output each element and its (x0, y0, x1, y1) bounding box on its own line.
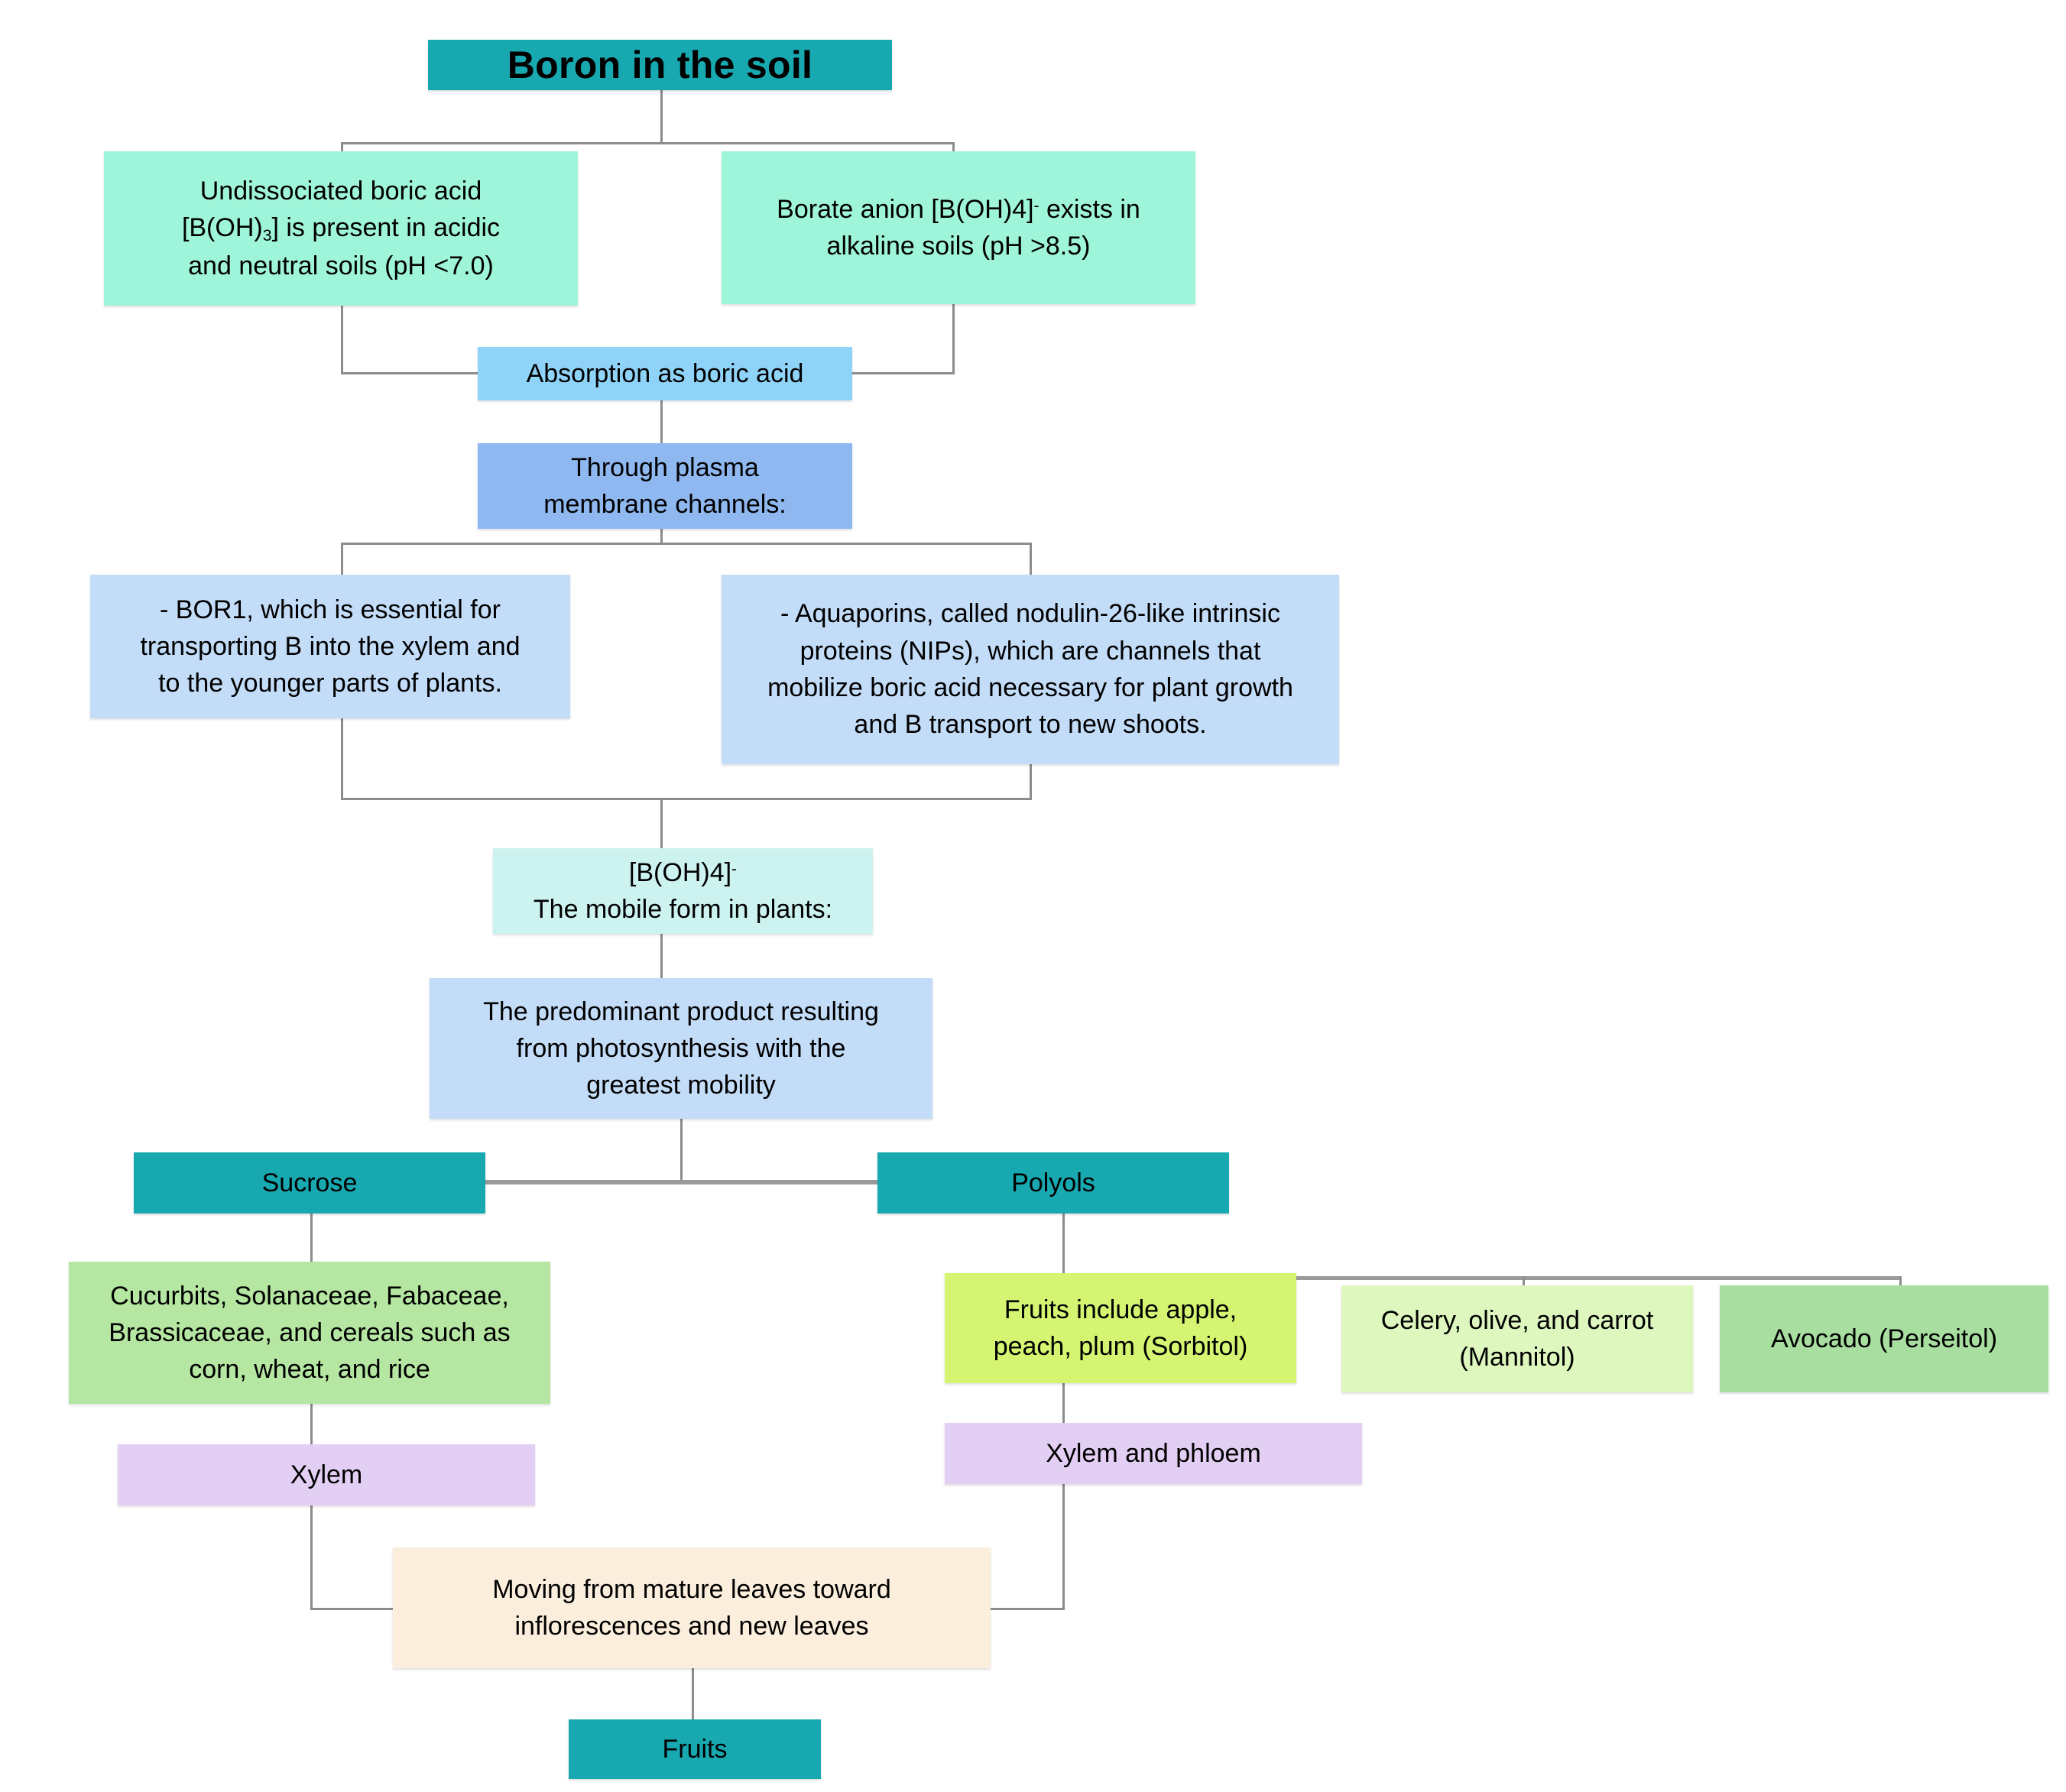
mobile-form-line-1: [B(OH)4]- (628, 857, 738, 887)
node-aquaporins-nips[interactable]: - Aquaporins, called nodulin-26-like int… (722, 575, 1339, 764)
connector-sugar-split-bar (483, 1180, 881, 1184)
borate-superscript-minus: - (1033, 196, 1039, 215)
aquaporins-line-2: proteins (NIPs), which are channels that (799, 636, 1261, 666)
bor1-line-1: - BOR1, which is essential for (160, 595, 501, 624)
product-line-2: from photosynthesis with the (516, 1033, 846, 1063)
boric-acid-line-1: Undissociated boric acid (199, 176, 482, 206)
borate-line-1: Borate anion [B(OH)4]- exists in (777, 194, 1140, 224)
connector-sucrose-down (310, 1214, 313, 1282)
boric-acid-subscript: 3 (262, 226, 272, 245)
mannitol-line-1: Celery, olive, and carrot (1380, 1305, 1654, 1335)
connector-channels-merge-bar (341, 798, 1032, 800)
boric-acid-line-3: and neutral soils (pH <7.0) (188, 251, 494, 280)
connector-boric-acid-down (341, 306, 343, 374)
bor1-line-3: to the younger parts of plants. (158, 669, 502, 698)
node-moving-toward-inflorescences[interactable]: Moving from mature leaves toward inflore… (393, 1547, 991, 1668)
node-bor1-transporter[interactable]: - BOR1, which is essential for transport… (90, 575, 570, 718)
sorbitol-line-2: peach, plum (Sorbitol) (993, 1332, 1248, 1361)
connector-to-bor1 (341, 543, 343, 575)
node-sucrose-species[interactable]: Cucurbits, Solanaceae, Fabaceae, Brassic… (69, 1262, 550, 1404)
absorption-label: Absorption as boric acid (526, 358, 804, 388)
xylem-label: Xylem (290, 1460, 363, 1489)
plasma-line-2: membrane channels: (543, 490, 787, 519)
product-line-3: greatest mobility (586, 1071, 776, 1100)
connector-title-down (660, 89, 663, 144)
node-predominant-photosynthesis-product[interactable]: The predominant product resulting from p… (430, 978, 932, 1119)
species-line-2: Brassicaceae, and cereals such as (109, 1317, 511, 1347)
node-undissociated-boric-acid[interactable]: Undissociated boric acid [B(OH)3] is pre… (104, 151, 578, 306)
node-perseitol-avocado[interactable]: Avocado (Perseitol) (1720, 1285, 2048, 1392)
node-fruits[interactable]: Fruits (569, 1719, 821, 1779)
node-polyols[interactable]: Polyols (877, 1152, 1229, 1214)
connector-polyols-fan-bar (1062, 1276, 1902, 1280)
sorbitol-line-1: Fruits include apple, (1004, 1295, 1237, 1324)
node-title-label: Boron in the soil (507, 43, 813, 86)
connector-product-down (680, 1119, 683, 1181)
mannitol-line-2: (Mannitol) (1459, 1343, 1575, 1372)
polyols-label: Polyols (1011, 1168, 1095, 1197)
node-sucrose[interactable]: Sucrose (134, 1152, 485, 1214)
connector-merge-to-mobile-form (660, 798, 663, 848)
connector-sorbitol-to-xylem-phloem (1062, 1382, 1065, 1428)
connector-xylem-phloem-down (1062, 1484, 1065, 1610)
connector-species-to-xylem (310, 1404, 313, 1450)
node-xylem-and-phloem[interactable]: Xylem and phloem (945, 1423, 1362, 1484)
mobile-form-line-2: The mobile form in plants: (533, 895, 833, 924)
connector-borate-into-absorption (851, 372, 955, 374)
xylem-phloem-label: Xylem and phloem (1046, 1438, 1261, 1468)
connector-channels-split-bar (341, 543, 1032, 545)
sucrose-label: Sucrose (261, 1168, 358, 1197)
connector-polyols-down (1062, 1214, 1065, 1279)
connector-aquaporins-down (1030, 764, 1032, 800)
connector-borate-down (952, 304, 955, 374)
moving-line-2: inflorescences and new leaves (514, 1612, 869, 1641)
aquaporins-line-1: - Aquaporins, called nodulin-26-like int… (780, 599, 1280, 629)
species-line-3: corn, wheat, and rice (189, 1355, 430, 1385)
moving-line-1: Moving from mature leaves toward (492, 1574, 891, 1604)
connector-xylem-into-moving (310, 1608, 394, 1610)
connector-xylem-phloem-into-moving (981, 1608, 1065, 1610)
node-xylem[interactable]: Xylem (118, 1444, 535, 1505)
connector-moving-to-fruits (692, 1668, 694, 1719)
node-borate-anion-alkaline[interactable]: Borate anion [B(OH)4]- exists in alkalin… (722, 151, 1195, 304)
connector-plasma-down (660, 529, 663, 544)
species-line-1: Cucurbits, Solanaceae, Fabaceae, (110, 1281, 509, 1311)
node-title-boron-in-the-soil[interactable]: Boron in the soil (428, 40, 892, 90)
connector-to-aquaporins (1030, 543, 1032, 575)
mobile-form-superscript-minus: - (731, 860, 738, 878)
connector-mobile-form-to-product (660, 934, 663, 978)
bor1-line-2: transporting B into the xylem and (140, 631, 521, 661)
node-through-plasma-membrane-channels[interactable]: Through plasma membrane channels: (478, 443, 852, 529)
borate-line-2: alkaline soils (pH >8.5) (826, 232, 1091, 261)
connector-xylem-down (310, 1505, 313, 1610)
plasma-line-1: Through plasma (571, 452, 759, 482)
node-absorption-as-boric-acid[interactable]: Absorption as boric acid (478, 347, 852, 400)
boric-acid-line-2: [B(OH)3] is present in acidic (181, 213, 501, 245)
connector-bor1-down (341, 718, 343, 800)
perseitol-label: Avocado (Perseitol) (1770, 1324, 1998, 1353)
aquaporins-line-3: mobilize boric acid necessary for plant … (767, 673, 1293, 702)
node-mobile-form-borate[interactable]: [B(OH)4]- The mobile form in plants: (493, 848, 873, 934)
fruits-label: Fruits (662, 1734, 728, 1764)
product-line-1: The predominant product resulting (483, 996, 879, 1026)
node-mannitol-vegetables[interactable]: Celery, olive, and carrot (Mannitol) (1341, 1285, 1693, 1392)
connector-boric-acid-into-absorption (341, 372, 478, 374)
aquaporins-line-4: and B transport to new shoots. (854, 710, 1207, 740)
connector-title-split-bar (341, 142, 955, 144)
connector-absorption-to-plasma (660, 400, 663, 443)
node-sorbitol-fruits[interactable]: Fruits include apple, peach, plum (Sorbi… (945, 1273, 1296, 1383)
